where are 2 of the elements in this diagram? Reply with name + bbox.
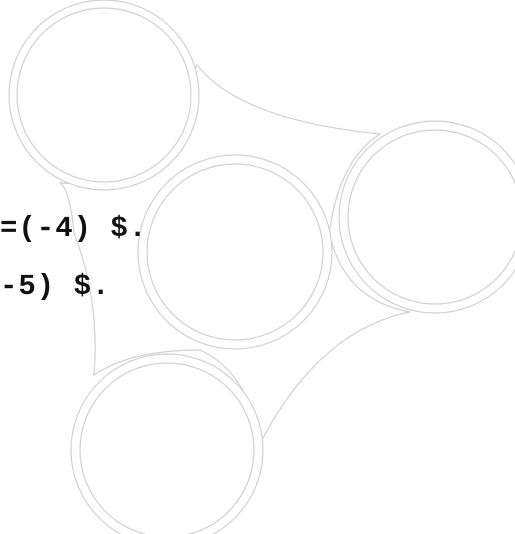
- formula-text: -5) $.: [0, 270, 110, 303]
- formula-text: =(-4) $.: [0, 212, 148, 245]
